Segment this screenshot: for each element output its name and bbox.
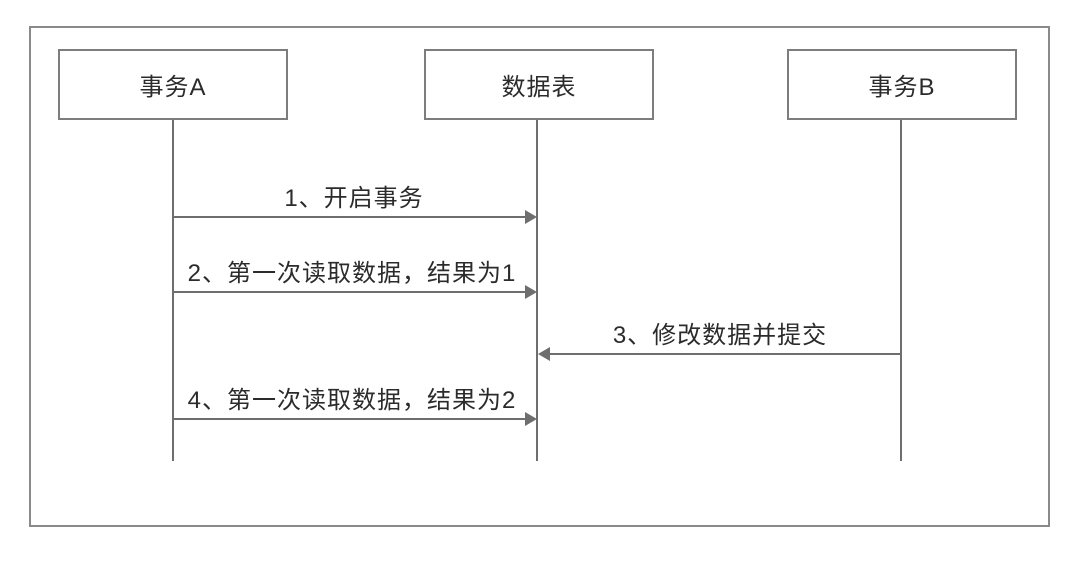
participant-label-transaction-a: 事务A (139, 74, 207, 101)
message-4-arrowhead-right-icon (525, 412, 537, 426)
message-1-line (173, 216, 525, 218)
message-3-line (550, 353, 901, 355)
message-1-label: 1、开启事务 (284, 185, 424, 212)
message-3-label: 3、修改数据并提交 (612, 322, 828, 349)
participant-label-data-table: 数据表 (501, 74, 577, 101)
message-2-arrowhead-right-icon (525, 285, 537, 299)
participant-box-data-table: 数据表 (424, 49, 654, 120)
participant-box-transaction-b: 事务B (787, 49, 1017, 120)
message-4-label: 4、第一次读取数据，结果为2 (187, 387, 517, 414)
message-4-line (173, 418, 525, 420)
message-3-arrowhead-left-icon (538, 347, 550, 361)
message-2-line (173, 291, 525, 293)
lifeline-data-table (536, 120, 538, 461)
message-1-arrowhead-right-icon (525, 210, 537, 224)
lifeline-transaction-a (172, 120, 174, 461)
participant-label-transaction-b: 事务B (868, 74, 936, 101)
lifeline-transaction-b (900, 120, 902, 461)
message-2-label: 2、第一次读取数据，结果为1 (187, 260, 517, 287)
participant-box-transaction-a: 事务A (58, 49, 288, 120)
